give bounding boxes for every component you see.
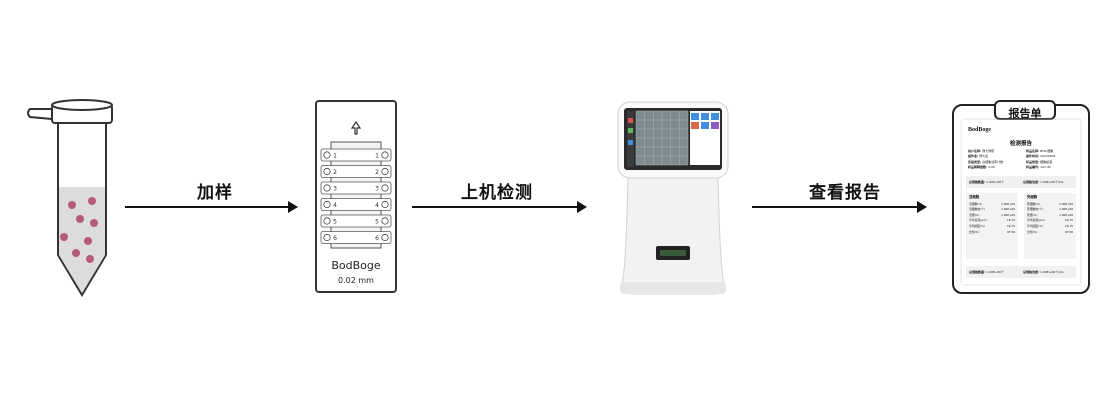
- report-sheet: BodBoge 检测报告 用户名称: 博大博聚 操作者: 博大此 实验类型: 白…: [962, 120, 1080, 284]
- step-label-instrument-test: 上机检测: [461, 183, 533, 203]
- panel-row: 平均圆度(%)16.75: [1027, 223, 1073, 228]
- arrow-3-line: [752, 206, 917, 208]
- slide-chamber: [320, 181, 392, 195]
- arrow-3-head: [917, 201, 927, 213]
- report-brand: BodBoge: [968, 127, 992, 133]
- counting-slide: 1 1 2 2 3 3 4 4 5 5 6 6 BodBoge 0.02 mm: [315, 100, 397, 293]
- slide-chamber: [320, 214, 392, 228]
- panel-row: 比例(%)97.56: [1027, 229, 1073, 234]
- step-label-add-sample: 加样: [197, 183, 233, 203]
- slide-chamber: [320, 231, 392, 244]
- footer-count-value: 1.00E+06个: [986, 270, 1005, 274]
- chamber-port: [323, 167, 331, 176]
- meta-row: 样品名称: BHK-细胞: [1026, 149, 1054, 153]
- slide-brand: BodBoge: [331, 259, 381, 272]
- chamber-number: 5: [375, 219, 379, 226]
- arrow-1-head: [288, 201, 298, 213]
- chamber-number: 3: [375, 186, 379, 193]
- chamber-number: 1: [333, 153, 337, 160]
- step-label-view-report: 查看报告: [809, 183, 881, 203]
- panel-title: 死细胞: [1027, 195, 1038, 199]
- slide-graphic: 1 1 2 2 3 3 4 4 5 5 6 6: [320, 120, 392, 249]
- meta-row: 样品编号: 197-45: [1026, 165, 1051, 170]
- slide-chamber: [320, 165, 392, 178]
- panel-row: 死细(%)1.00E+06: [1027, 212, 1073, 217]
- report-footer: 总细胞数量: 1.00E+06个 总细胞浓度: 1.00E+06个/mL: [966, 266, 1076, 278]
- panel-row: 比例(%)97.56: [969, 229, 1015, 234]
- chamber-number: 4: [333, 202, 337, 209]
- chamber-port: [381, 217, 389, 225]
- meta-row: 操作时间: 20230602: [1026, 154, 1056, 159]
- meta-row: 操作者: 博大此: [968, 154, 989, 159]
- sample-cells: [60, 197, 98, 263]
- summary-conc-value: 1.00E+06个/mL: [1040, 180, 1064, 184]
- arrow-2-line: [412, 206, 577, 208]
- panel-row: 平均圆度(%)16.75: [969, 223, 1015, 228]
- panel-row: 活细胞(%)1.00E+06: [969, 201, 1015, 206]
- meta-row: 样品稀释倍数: 1:00: [968, 165, 995, 170]
- tube-cap-tab: [27, 108, 53, 121]
- panel-row: 死细胞(%)1.00E+06: [1027, 201, 1073, 206]
- report-summary: 总细胞数量: 1.00E+06个 总细胞浓度: 1.00E+06个/mL: [966, 176, 1076, 188]
- slide-chamber: [320, 198, 392, 211]
- chamber-number: 6: [333, 235, 337, 242]
- sample-tube: [27, 99, 113, 297]
- report-tab-title: 报告单: [1008, 107, 1042, 120]
- footer-conc-label: 总细胞浓度:: [1023, 270, 1040, 274]
- panel-row: 活细胞浓(个)1.00E+06: [969, 207, 1015, 212]
- chamber-port: [381, 233, 389, 242]
- chamber-port: [323, 184, 331, 192]
- panel-row: 死细胞浓(个)1.00E+06: [1027, 207, 1073, 212]
- summary-count-value: 1.00E+06个: [986, 180, 1005, 184]
- chamber-port: [381, 167, 389, 176]
- chamber-number: 1: [375, 153, 379, 160]
- arrow-1-line: [125, 206, 288, 208]
- up-arrow-icon: [350, 120, 362, 135]
- report-clipboard: 报告单 BodBoge 检测报告 用户名称: 博大博聚 操作者: 博大此 实验类…: [952, 100, 1090, 294]
- arrow-2-head: [577, 201, 587, 213]
- chamber-port: [381, 151, 389, 159]
- chamber-port: [323, 151, 331, 159]
- tube-liquid: [59, 187, 105, 293]
- footer-conc-value: 1.00E+06个/mL: [1040, 270, 1064, 274]
- panel-row: 平均直径(μm)16.75: [1027, 218, 1073, 223]
- meta-row: 用户名称: 博大博聚: [968, 149, 995, 153]
- chamber-number: 5: [333, 219, 337, 226]
- slide-chamber: [320, 148, 392, 162]
- chamber-number: 6: [375, 235, 379, 242]
- chamber-port: [323, 217, 331, 225]
- panel-row: 活细(%)1.00E+06: [969, 212, 1015, 217]
- chamber-port: [323, 233, 331, 242]
- chamber-number: 2: [375, 169, 379, 176]
- report-meta-right: 样品名称: BHK-细胞 操作时间: 20230602 样品类型: 细胞悬液 样…: [1026, 149, 1078, 171]
- panel-row: 平均直径(μm)16.75: [969, 218, 1015, 223]
- meta-row: 实验类型: 白细胞活率计数: [968, 159, 1004, 164]
- panel-title: 活细胞: [969, 195, 980, 199]
- chamber-port: [381, 200, 389, 209]
- summary-count-label: 总细胞数量:: [969, 180, 986, 184]
- chamber-port: [323, 200, 331, 209]
- report-panel-live: 活细胞 活细胞(%)1.00E+06 活细胞浓(个)1.00E+06 活细(%)…: [966, 193, 1018, 259]
- meta-row: 样品类型: 细胞悬液: [1026, 159, 1053, 164]
- cell-counter-instrument: [617, 101, 729, 295]
- report-meta-left: 用户名称: 博大博聚 操作者: 博大此 实验类型: 白细胞活率计数 样品稀释倍数…: [968, 149, 1024, 171]
- report-title: 检测报告: [1009, 141, 1032, 147]
- report-tab: 报告单: [994, 100, 1056, 120]
- footer-count-label: 总细胞数量:: [969, 270, 986, 274]
- chamber-port: [381, 184, 389, 192]
- report-panel-dead: 死细胞 死细胞(%)1.00E+06 死细胞浓(个)1.00E+06 死细(%)…: [1024, 193, 1076, 259]
- chamber-number: 2: [333, 169, 337, 176]
- chamber-number: 4: [375, 202, 379, 209]
- slide-spec: 0.02 mm: [338, 276, 374, 285]
- summary-conc-label: 总细胞浓度:: [1023, 180, 1040, 184]
- chamber-number: 3: [333, 186, 337, 193]
